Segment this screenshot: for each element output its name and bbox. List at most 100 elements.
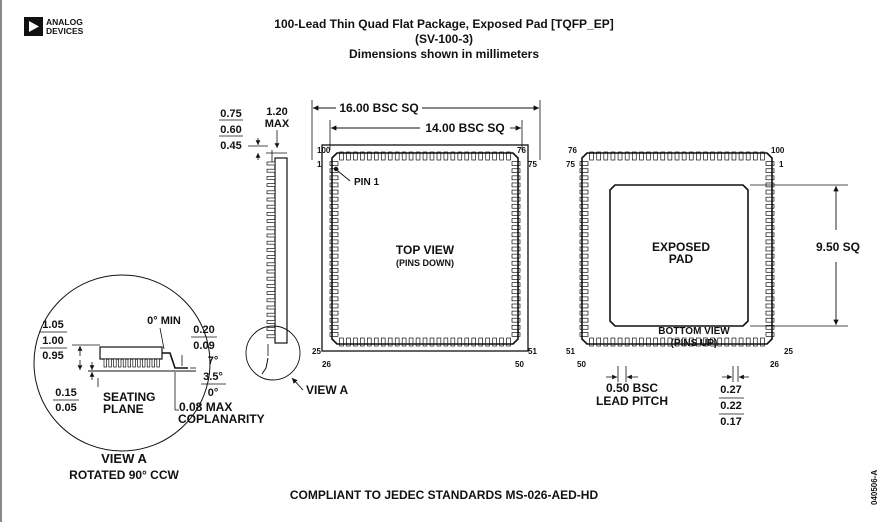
lead: [617, 151, 623, 161]
lead: [339, 151, 344, 161]
bottom-view: EXPOSED PAD BOTTOM VIEW (PINS UP) 76 100…: [566, 146, 860, 428]
view-a-lead: [122, 358, 127, 368]
bottom-pin-76: 76: [568, 146, 577, 155]
lead: [724, 337, 730, 347]
view-a-lead: [103, 358, 107, 368]
lead: [429, 337, 435, 347]
lead: [579, 325, 589, 330]
seating-plane-label-1: SEATING: [103, 390, 155, 404]
lead: [688, 151, 694, 161]
view-a-lead-profile: [162, 352, 188, 369]
side-lead: [266, 305, 276, 310]
lead: [765, 225, 775, 230]
lead: [738, 337, 744, 347]
lead: [329, 296, 339, 302]
lead: [415, 337, 421, 347]
lead: [738, 151, 744, 161]
view-a-subtitle: ROTATED 90° CCW: [69, 468, 179, 482]
lead: [579, 168, 589, 173]
side-lead: [266, 276, 276, 281]
lead: [765, 275, 775, 280]
view-a-lead: [142, 358, 146, 368]
lead-thickness-max: 0.20: [193, 324, 214, 336]
side-lead: [266, 219, 276, 223]
lead: [360, 337, 365, 347]
side-lead: [266, 312, 276, 317]
lead: [329, 332, 339, 337]
lead: [579, 282, 589, 287]
lead: [717, 337, 723, 347]
lead: [681, 337, 687, 347]
side-height-nom: 0.75: [220, 108, 241, 120]
lead: [660, 151, 666, 161]
top-pin-50: 50: [515, 360, 524, 369]
exposed-pad: [609, 184, 749, 327]
side-lead: [266, 168, 276, 173]
lead: [457, 337, 463, 347]
view-a-lead: [146, 358, 151, 368]
lead: [579, 289, 589, 295]
lead: [579, 310, 589, 316]
lead: [724, 151, 730, 161]
lead: [579, 239, 589, 245]
lead: [688, 337, 694, 347]
side-lead: [266, 298, 276, 303]
lead: [329, 161, 339, 166]
lead: [374, 151, 379, 161]
lead: [589, 337, 594, 347]
lead: [765, 232, 775, 238]
lead: [443, 151, 449, 161]
lead: [696, 337, 701, 347]
bottom-pin-100: 100: [771, 146, 785, 155]
side-lead: [266, 212, 276, 216]
pad-dimension-label: 9.50 SQ: [816, 240, 860, 254]
lead: [760, 337, 765, 347]
side-lead: [266, 320, 276, 324]
lead: [346, 337, 351, 347]
lead: [765, 260, 775, 266]
lead: [667, 337, 673, 347]
lead: [579, 225, 589, 230]
lead-angle-max: 7°: [208, 355, 219, 367]
lead: [765, 203, 775, 209]
view-a-lead: [151, 358, 155, 368]
lead: [339, 337, 344, 347]
lead: [422, 337, 428, 347]
lead: [450, 151, 456, 161]
lead: [429, 151, 435, 161]
view-a-body: [99, 346, 163, 360]
lead: [471, 151, 476, 161]
lead: [394, 337, 400, 347]
view-a-callout-circle: [245, 325, 301, 381]
lead: [408, 151, 414, 161]
side-lead: [266, 269, 276, 274]
lead: [329, 260, 339, 266]
lead: [353, 337, 358, 347]
lead: [387, 151, 393, 161]
lead: [631, 337, 637, 347]
lead: [765, 189, 775, 195]
analog-devices-logo: ANALOG DEVICES: [24, 17, 84, 36]
lead: [485, 337, 490, 347]
lead-angle-nom: 3.5°: [203, 371, 223, 383]
lead: [511, 203, 521, 209]
dim-overall-label: 16.00 BSC SQ: [339, 101, 418, 115]
lead: [499, 337, 504, 347]
side-max-label: MAX: [265, 118, 290, 130]
side-height-min: 0.45: [220, 140, 241, 152]
side-view: 0.75 0.60 0.45 1.20 MAX VIEW A: [219, 106, 349, 397]
lead: [703, 151, 708, 161]
lead: [579, 260, 589, 266]
bottom-pin-26: 26: [770, 360, 779, 369]
lead: [492, 151, 497, 161]
lead: [624, 151, 630, 161]
lead: [765, 325, 775, 330]
lead: [765, 161, 775, 166]
lead: [610, 337, 616, 347]
lead-pitch-label: LEAD PITCH: [596, 394, 668, 408]
lead: [703, 337, 708, 347]
lead: [329, 310, 339, 316]
lead: [765, 282, 775, 287]
view-a-lead: [156, 358, 160, 368]
lead: [579, 211, 589, 216]
